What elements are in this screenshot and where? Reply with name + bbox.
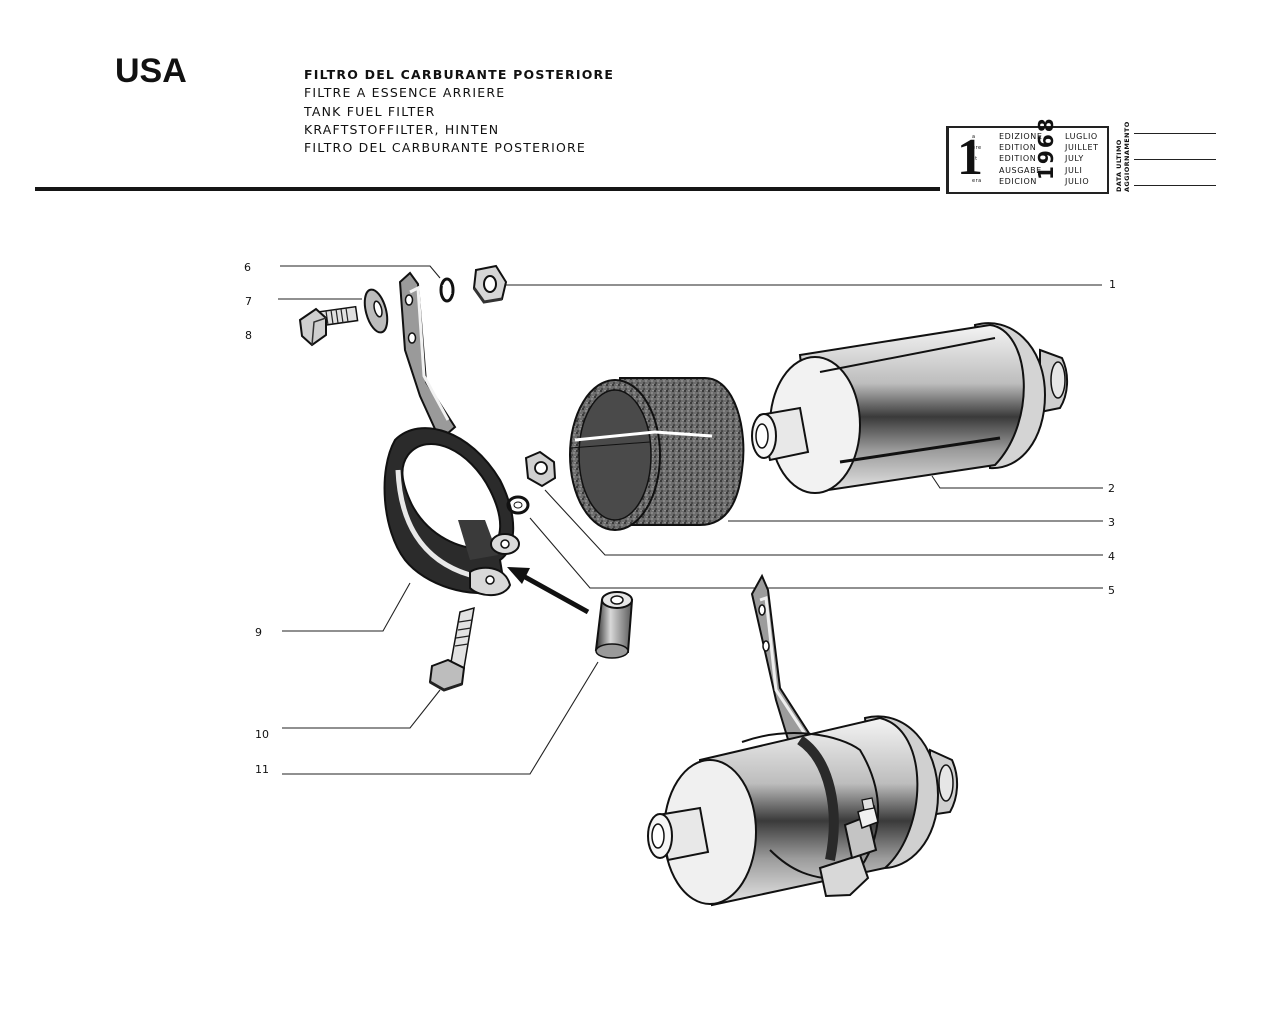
nut-1 xyxy=(472,264,508,304)
edition-number: 1 xyxy=(957,129,983,186)
title-spanish: FILTRO DEL CARBURANTE POSTERIORE xyxy=(304,140,587,156)
edition-labels: EDIZIONE EDITION EDITION AUSGABE EDICION xyxy=(999,131,1043,187)
part-titles: FILTRO DEL CARBURANTE POSTERIORE FILTRE … xyxy=(304,66,614,157)
callout-11: 11 xyxy=(255,763,269,776)
callout-numbers: 6 7 8 1 2 3 4 5 9 10 11 xyxy=(244,261,1116,776)
assembly-arrow xyxy=(507,567,590,615)
callout-3: 3 xyxy=(1108,516,1115,529)
edition-month: JULI xyxy=(1065,165,1083,175)
callout-2: 2 xyxy=(1108,482,1115,495)
leader-lines xyxy=(278,265,1103,775)
edition-sup: st xyxy=(972,156,978,162)
edition-month: LUGLIO xyxy=(1065,132,1098,141)
region-label: USA xyxy=(115,52,187,90)
edition-month: JULY xyxy=(1065,154,1084,164)
leader-11 xyxy=(282,661,599,775)
header-rule xyxy=(35,187,940,191)
leader-2 xyxy=(931,475,1103,489)
callout-1: 1 xyxy=(1109,278,1116,291)
rubber-sleeve-3 xyxy=(569,377,745,531)
edition-sup: era xyxy=(972,178,982,184)
spring-washer-5 xyxy=(506,495,530,515)
callout-8: 8 xyxy=(245,329,252,342)
spring-washer-6 xyxy=(439,277,455,303)
edition-label: EDITION xyxy=(999,154,1037,164)
edition-label: EDITION xyxy=(999,143,1037,153)
edition-label: AUSGABE xyxy=(999,165,1042,175)
bolt-8 xyxy=(298,305,359,347)
update-entry-line xyxy=(1134,159,1216,160)
edition-month: JULIO xyxy=(1065,176,1090,186)
leader-9 xyxy=(282,582,411,632)
title-english: TANK FUEL FILTER xyxy=(304,103,436,119)
bolt-10 xyxy=(428,606,475,692)
edition-month: JUILLET xyxy=(1065,143,1099,153)
flat-washer-7 xyxy=(363,288,389,334)
clamp-bracket-9 xyxy=(383,271,520,597)
callout-9: 9 xyxy=(255,626,262,639)
edition-sup: a xyxy=(972,134,976,140)
update-entry-line xyxy=(1134,185,1216,186)
leader-4 xyxy=(544,489,1103,556)
callout-4: 4 xyxy=(1108,550,1115,563)
callout-5: 5 xyxy=(1108,584,1115,597)
assembled-filter-view xyxy=(647,573,958,907)
callout-7: 7 xyxy=(245,295,252,308)
spacer-sleeve-11 xyxy=(594,591,634,659)
leader-10 xyxy=(282,689,441,729)
edition-months: LUGLIO JUILLET JULY JULI JULIO xyxy=(1065,131,1099,187)
edition-sup: - xyxy=(972,167,975,173)
callout-10: 10 xyxy=(255,728,269,741)
leader-6 xyxy=(280,265,441,279)
nut-4 xyxy=(524,450,557,488)
title-italian: FILTRO DEL CARBURANTE POSTERIORE xyxy=(304,67,615,82)
fuel-filter-2 xyxy=(751,322,1068,494)
edition-sup: ère xyxy=(972,145,982,151)
title-german: KRAFTSTOFFILTER, HINTEN xyxy=(304,121,500,137)
edition-box: 1 a ère st - era EDIZIONE EDITION EDITIO… xyxy=(946,116,1109,194)
edition-label: EDICION xyxy=(999,176,1038,186)
update-entry-line xyxy=(1134,133,1216,134)
callout-6: 6 xyxy=(244,261,251,274)
title-french: FILTRE A ESSENCE ARRIERE xyxy=(304,85,506,101)
edition-label: EDIZIONE xyxy=(999,132,1043,141)
leader-5 xyxy=(529,517,1103,589)
